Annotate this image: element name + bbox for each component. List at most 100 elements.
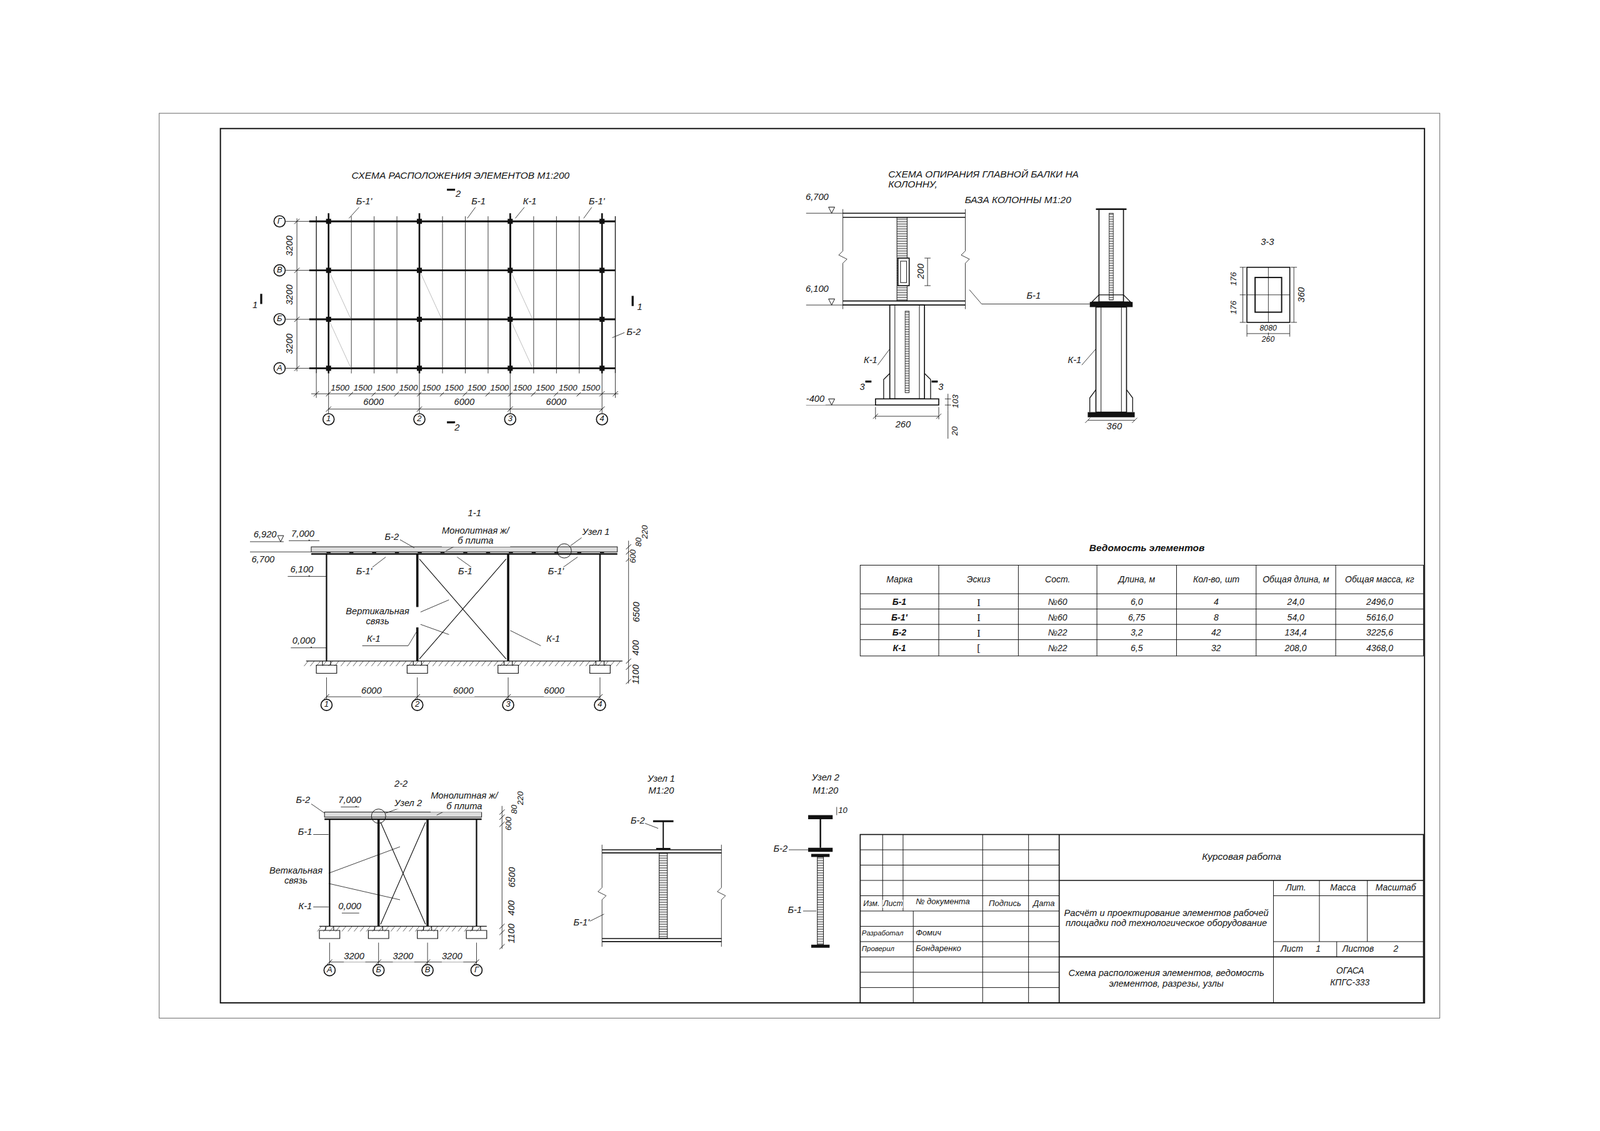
section-title: 3-3 (1260, 237, 1275, 248)
element-mark: Б-2 (626, 327, 642, 338)
dimension-label: 6000 (543, 686, 565, 697)
view-heading: СХЕМА ОПИРАНИЯ ГЛАВНОЙ БАЛКИ НА КОЛОННУ, (887, 169, 1119, 191)
elevation-label: 7,000 (290, 529, 315, 540)
table-cell: 54,0 (1286, 612, 1305, 622)
table-cell: 5616,0 (1365, 612, 1394, 622)
elevation-label: 6,100 (805, 285, 829, 295)
table-cell: [ (976, 642, 981, 654)
table-header: Общая масса, кг (1337, 575, 1423, 585)
dimension-label: 1500 (421, 383, 441, 393)
title-block (860, 835, 1424, 1004)
table-cell: 4 (1213, 597, 1219, 607)
elevation-label: 7,000 (337, 795, 362, 806)
node-callout: Узел 1 (581, 527, 611, 538)
dimension-label: 3200 (285, 235, 295, 257)
dimension-label: 10 (837, 806, 848, 816)
axis-bubble: 2 (411, 698, 424, 712)
table-cell: №60 (1047, 612, 1068, 622)
dimension-label: 1500 (398, 383, 419, 393)
secondary-beam-section (326, 551, 604, 554)
title-block-text: Масса (1329, 883, 1357, 893)
axis-letter: 2 (416, 415, 422, 424)
section-mark: 1 (636, 303, 644, 314)
axis-bubble: 1 (322, 413, 335, 426)
axis-letter: 1 (324, 701, 329, 710)
element-mark: Б-1' (588, 196, 605, 207)
dimension-label: 360 (1106, 422, 1123, 433)
title-block-text: КПГС-333 (1329, 978, 1370, 988)
title-block-text: Проверил (861, 945, 895, 954)
dimension-label: 1500 (353, 383, 373, 393)
dimension-label: 6000 (360, 686, 382, 697)
section-mark: 2 (454, 423, 461, 434)
axis-bubble: А (273, 362, 287, 375)
axis-bubble: В (421, 964, 434, 977)
dimension-label: 260 (895, 420, 912, 431)
title-block-text: Разработал (861, 929, 904, 938)
dimension-label: 176 (1230, 300, 1240, 315)
table-cell: I (976, 611, 981, 624)
table-cell: №60 (1047, 597, 1068, 607)
footing (316, 661, 610, 939)
table-cell: 208,0 (1284, 643, 1308, 653)
element-mark: Б-2 (384, 532, 400, 543)
axis-letter: В (425, 966, 431, 975)
title-block-text: Подпись (988, 899, 1022, 909)
axis-letter: 3 (505, 701, 510, 710)
column-mark (326, 218, 605, 371)
dimension-label: 360 (1296, 286, 1307, 304)
node-2-detail (788, 806, 837, 948)
axis-letter: Г (277, 217, 282, 226)
title-block-text: Листов (1341, 944, 1375, 954)
title-block-text: Лист (1280, 944, 1304, 954)
section-mark: 3 (859, 382, 866, 393)
dimension-label: 1100 (507, 923, 518, 944)
dimension-label: 3200 (285, 333, 295, 355)
table-header: Сост. (1020, 575, 1096, 585)
dimension-label: 1500 (512, 383, 532, 393)
dimension-label: 1500 (558, 383, 578, 393)
table-cell: 6,5 (1130, 643, 1144, 653)
title-block-text: 2 (1393, 944, 1399, 954)
detail-heading: Узел 2 (811, 773, 840, 784)
section-mark: 2 (455, 190, 462, 200)
view-heading: СХЕМА РАСПОЛОЖЕНИЯ ЭЛЕМЕНТОВ М1:200 (351, 170, 570, 182)
table-cell: 3225,6 (1365, 628, 1394, 638)
title-block-text: Расчёт и проектирование элементов рабоче… (1061, 909, 1272, 930)
dimension-label: 1100 (631, 663, 642, 685)
element-mark: Б-1 (787, 906, 803, 917)
section-mark: 1 (251, 301, 259, 312)
title-block-text: Курсовая работа (1201, 851, 1282, 863)
element-mark: К-1 (863, 356, 878, 367)
element-mark: К-1 (1067, 356, 1082, 367)
dimension-label: 1500 (444, 383, 464, 393)
dimension-tick (294, 218, 632, 965)
axis-letter: Б (375, 966, 382, 975)
ground-hatch (304, 661, 621, 932)
title-block-text: Масштаб (1375, 883, 1417, 893)
table-cell: 32 (1210, 643, 1222, 653)
axis-bubble: 3 (504, 413, 517, 426)
element-mark: Б-1' (573, 918, 590, 929)
element-mark: Б-1 (1026, 291, 1042, 302)
dimension-label: 1500 (535, 383, 555, 393)
table-cell: 6,0 (1130, 597, 1144, 607)
axis-bubble: 3 (501, 698, 515, 712)
table-cell: 3,2 (1130, 628, 1144, 638)
dimension-label: 6500 (507, 866, 518, 889)
table-cell: Б-1 (891, 597, 907, 607)
element-mark: Б-2 (773, 845, 789, 855)
table-header: Кол-во, шт (1178, 575, 1255, 585)
title-block-text: ОГАСА (1335, 965, 1365, 975)
dimension-label: 6500 (631, 601, 642, 623)
dimension-label: 220 (641, 524, 651, 539)
elevation-label: 6,700 (251, 555, 275, 565)
axis-letter: Г (474, 966, 479, 975)
section-2-2 (311, 801, 502, 965)
table-header: Марка (861, 575, 938, 585)
dimension-label: 3200 (343, 951, 365, 962)
title-block-text: 1 (1315, 944, 1321, 954)
table-header: Эскиз (940, 575, 1017, 585)
table-cell: №22 (1047, 628, 1068, 638)
element-mark: К-1 (366, 635, 381, 645)
